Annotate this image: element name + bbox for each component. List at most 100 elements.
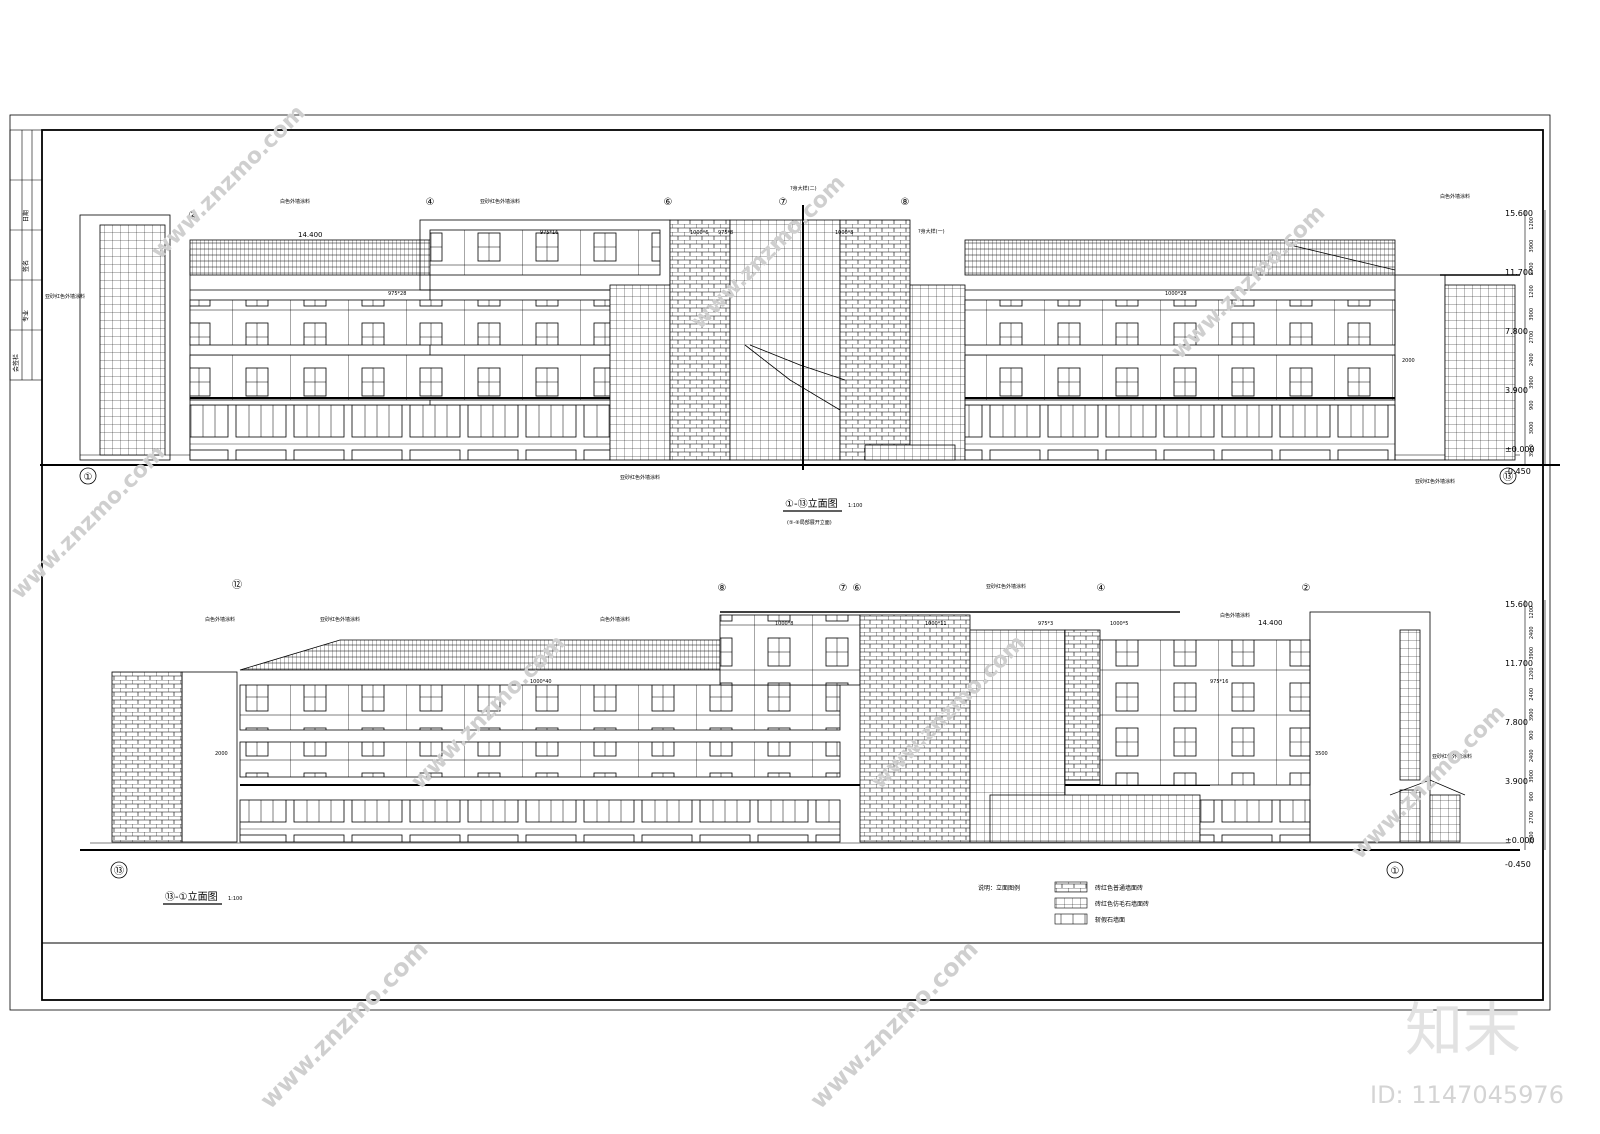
- vertical-dimension: 3900: [1529, 240, 1535, 253]
- dim-label: 1000*8: [835, 230, 853, 236]
- axis-label: ⑥: [664, 197, 673, 208]
- detail-label: ?身大样(二): [790, 185, 817, 192]
- dim-label: 2000: [1402, 358, 1415, 364]
- vertical-dimension: 2400: [1529, 688, 1535, 701]
- title-block-label: 专业: [22, 310, 30, 322]
- axis-label: ⑬: [1503, 471, 1513, 483]
- title-block-label: 日期: [22, 210, 30, 222]
- dim-label: 1000*28: [1165, 291, 1187, 297]
- level-mark: 11.700: [1505, 659, 1533, 668]
- outer-frame: [9, 114, 1551, 1011]
- axis-label: ②: [1302, 583, 1311, 594]
- level-mark: 7.800: [1505, 718, 1528, 727]
- vertical-dimension: 3900: [1529, 376, 1535, 389]
- vertical-dimension: 3900: [1529, 831, 1535, 844]
- vertical-dimension: 2400: [1529, 749, 1535, 762]
- vertical-dimension: 1200: [1529, 667, 1535, 680]
- dim-label: 975*16: [1210, 679, 1228, 685]
- note-label: 亚砂红色外墙涂料: [45, 293, 85, 300]
- axis-label: ⑦: [779, 197, 788, 208]
- dim-label: 975*3: [1038, 621, 1053, 627]
- axis-label: ⑧: [718, 583, 727, 594]
- north-elevation: [40, 205, 1560, 470]
- level-mark: 15.600: [1505, 209, 1533, 218]
- vertical-dimension: 3900: [1529, 444, 1535, 457]
- watermark-url: www.znzmo.com: [254, 935, 433, 1114]
- level-mark: -0.450: [1505, 860, 1531, 869]
- legend-item: 砖红色普通墙面砖: [1095, 884, 1143, 892]
- axis-label: ⑥: [853, 583, 862, 594]
- dim-label: 1000*11: [925, 621, 947, 627]
- south-elevation: [80, 611, 1520, 851]
- dim-label: 1000*8: [775, 621, 793, 627]
- note-label: 亚砂红色外墙涂料: [1432, 753, 1472, 760]
- legend-item: 斩假石墙面: [1095, 916, 1125, 924]
- title-block-label: 签名: [22, 260, 30, 272]
- dim-label: 975*28: [388, 291, 406, 297]
- level-mark: 14.400: [298, 231, 323, 239]
- level-mark: 14.400: [1258, 619, 1283, 627]
- legend-swatches: [1054, 881, 1088, 925]
- elevation-scale: 1:100: [228, 896, 242, 902]
- level-mark: 3.900: [1505, 386, 1528, 395]
- elevation-title: ⑬-①立面图: [165, 890, 218, 903]
- vertical-dimension: 2700: [1529, 811, 1535, 824]
- note-label: 亚砂红色外墙涂料: [620, 474, 660, 481]
- note-label: 亚砂红色外墙涂料: [320, 616, 360, 623]
- inner-border: [41, 129, 1544, 1001]
- level-mark: 3.900: [1505, 777, 1528, 786]
- note-label: 白色外墙涂料: [1440, 193, 1470, 200]
- note-label: 白色外墙涂料: [1220, 612, 1250, 619]
- vertical-dimension: 900: [1529, 730, 1535, 740]
- vertical-dimension: 900: [1529, 400, 1535, 410]
- watermark-url: www.znzmo.com: [1347, 700, 1511, 864]
- dim-label: 3500: [1315, 751, 1328, 757]
- dim-label: 2000: [215, 751, 228, 757]
- vertical-dimension: 1200: [1529, 217, 1535, 230]
- vertical-dimension: 2700: [1529, 262, 1535, 275]
- lower-level-marks: 15.600 11.700 7.800 3.900 ±0.000 -0.450: [1505, 600, 1535, 869]
- axis-label: ①: [84, 472, 93, 483]
- vertical-dimension: 3900: [1529, 647, 1535, 660]
- vertical-dimension: 3000: [1529, 422, 1535, 435]
- axis-label: ①: [1391, 866, 1400, 877]
- note-label: 亚砂红色外墙涂料: [480, 198, 520, 205]
- level-mark: 11.700: [1505, 268, 1533, 277]
- upper-level-marks: 15.600 11.700 7.800 3.900 ±0.000 -0.450: [1505, 209, 1535, 476]
- vertical-dimension: 2700: [1529, 331, 1535, 344]
- level-mark: ±0.000: [1505, 836, 1535, 845]
- note-label: 白色外墙涂料: [600, 616, 630, 623]
- watermark-logo: 知末: [1405, 996, 1521, 1064]
- dim-label: 975*8: [718, 230, 733, 236]
- dim-label: 1000*5: [1110, 621, 1128, 627]
- elevation-subtitle: (⑤-⑧局部展开立面): [787, 519, 832, 526]
- note-label: 白色外墙涂料: [280, 198, 310, 205]
- dim-label: 975*16: [540, 230, 558, 236]
- axis-label: ②: [189, 210, 198, 221]
- level-mark: ±0.000: [1505, 445, 1535, 454]
- vertical-dimension: 900: [1529, 792, 1535, 802]
- axis-label: ⑬: [114, 865, 124, 877]
- axis-label: ⑧: [901, 197, 910, 208]
- vertical-dimension: 2400: [1529, 626, 1535, 639]
- elevation-title: ①-⑬立面图: [785, 497, 838, 510]
- axis-label: ④: [426, 197, 435, 208]
- dim-label: 1000*40: [530, 679, 552, 685]
- level-mark: 15.600: [1505, 600, 1533, 609]
- legend-title: 说明：立面图例: [978, 884, 1020, 892]
- legend-item: 砖红色仿毛石墙面砖: [1095, 900, 1149, 908]
- vertical-dimension: 3900: [1529, 708, 1535, 721]
- vertical-dimension: 1200: [1529, 606, 1535, 619]
- axis-label: ④: [1097, 583, 1106, 594]
- vertical-dimension: 3900: [1529, 770, 1535, 783]
- note-label: 亚砂红色外墙涂料: [1415, 478, 1455, 485]
- note-label: 白色外墙涂料: [205, 616, 235, 623]
- axis-label: ⑦: [839, 583, 848, 594]
- vertical-dimension: 1200: [1529, 285, 1535, 298]
- title-block-label: 会签栏: [12, 354, 20, 372]
- level-mark: 7.800: [1505, 327, 1528, 336]
- watermark-url: www.znzmo.com: [804, 935, 983, 1114]
- dim-label: 1000*6: [690, 230, 708, 236]
